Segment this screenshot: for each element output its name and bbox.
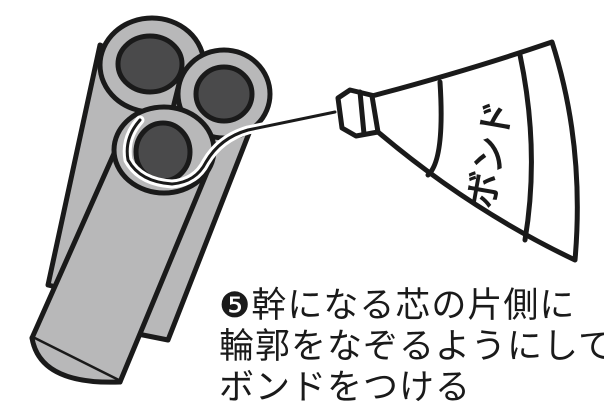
caption-line-2: 輪郭をなぞるようにして xyxy=(219,327,604,367)
caption-line-1: ❺幹になる芯の片側に xyxy=(219,286,576,326)
instruction-caption: ❺幹になる芯の片側に 輪郭をなぞるようにして ボンドをつける xyxy=(219,286,604,403)
caption-line-3: ボンドをつける xyxy=(219,368,472,403)
tube-front xyxy=(29,104,217,385)
step-number-badge: ❺ xyxy=(219,286,252,326)
